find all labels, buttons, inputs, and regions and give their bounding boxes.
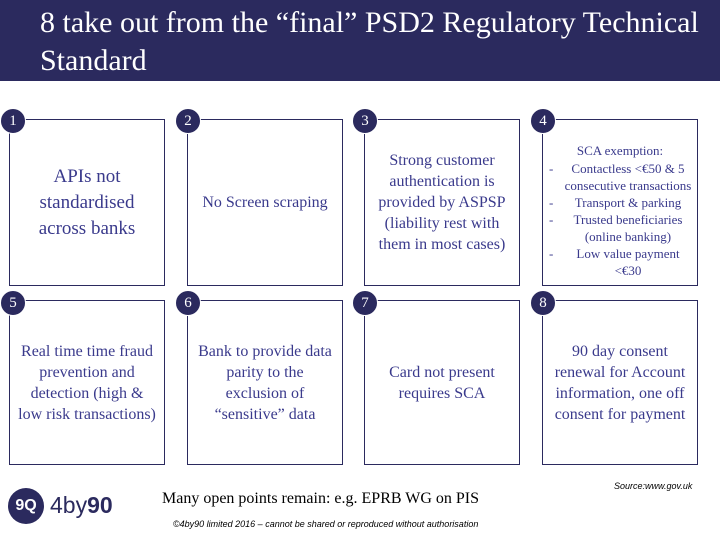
takeaway-box-2: No Screen scraping xyxy=(187,119,343,286)
number-badge-1: 1 xyxy=(0,108,26,134)
number-badge-8: 8 xyxy=(530,290,556,316)
number-badge-4: 4 xyxy=(530,108,556,134)
slide-title: 8 take out from the “final” PSD2 Regulat… xyxy=(40,6,699,77)
takeaway-text-5: Real time time fraud prevention and dete… xyxy=(18,342,156,423)
takeaway-text-7: Card not present requires SCA xyxy=(389,363,495,402)
sca-exemption-heading: SCA exemption: xyxy=(576,143,664,158)
company-logo-icon: 9Q xyxy=(8,488,44,524)
company-name: 4by90 xyxy=(50,492,113,518)
number-badge-5: 5 xyxy=(0,290,26,316)
takeaway-box-8: 90 day consent renewal for Account infor… xyxy=(542,300,698,465)
takeaway-text-1: APIs not standardised across banks xyxy=(38,165,136,239)
list-item: -Contactless <€50 & 5 consecutive transa… xyxy=(549,161,692,193)
takeaway-box-4: SCA exemption: -Contactless <€50 & 5 con… xyxy=(542,119,698,286)
source-note: Source:www.gov.uk xyxy=(614,481,693,491)
list-item: -Transport & parking xyxy=(549,195,682,210)
number-badge-3: 3 xyxy=(352,108,378,134)
takeaway-text-6: Bank to provide data parity to the exclu… xyxy=(198,342,332,423)
number-badge-6: 6 xyxy=(175,290,201,316)
open-points-note: Many open points remain: e.g. EPRB WG on… xyxy=(162,490,480,507)
takeaway-box-3: Strong customer authentication is provid… xyxy=(364,119,520,286)
takeaway-box-1: APIs not standardised across banks xyxy=(9,119,165,286)
takeaway-text-8: 90 day consent renewal for Account infor… xyxy=(554,342,686,423)
copyright-footer: ©4by90 limited 2016 – cannot be shared o… xyxy=(173,519,479,529)
sca-exemption-list: -Contactless <€50 & 5 consecutive transa… xyxy=(547,160,693,279)
takeaway-box-7: Card not present requires SCA xyxy=(364,300,520,465)
title-bar: 8 take out from the “final” PSD2 Regulat… xyxy=(0,0,720,81)
takeaway-box-5: Real time time fraud prevention and dete… xyxy=(9,300,165,465)
list-item: -Low value payment <€30 xyxy=(549,246,680,278)
takeaway-box-6: Bank to provide data parity to the exclu… xyxy=(187,300,343,465)
list-item: -Trusted beneficiaries (online banking) xyxy=(549,212,683,244)
number-badge-7: 7 xyxy=(352,290,378,316)
takeaway-text-2: No Screen scraping xyxy=(202,194,328,211)
takeaway-text-3: Strong customer authentication is provid… xyxy=(378,152,506,253)
number-badge-2: 2 xyxy=(175,108,201,134)
